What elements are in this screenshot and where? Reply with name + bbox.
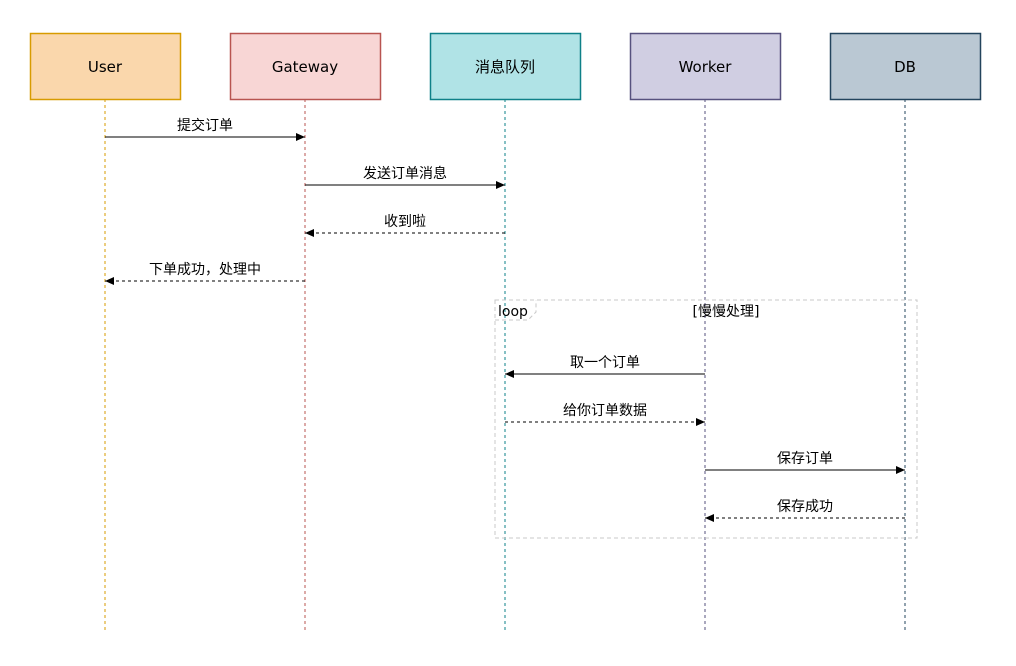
participant-box-queue (429, 32, 582, 101)
message-label-4: 下单成功，处理中 (149, 262, 261, 278)
message-label-7: 保存订单 (777, 451, 833, 467)
message-7[interactable]: 保存订单 (705, 451, 905, 474)
message-2[interactable]: 发送订单消息 (305, 165, 505, 189)
message-label-6: 给你订单数据 (563, 403, 647, 419)
loop-frame-border (494, 299, 918, 539)
participant-worker[interactable]: Worker (629, 32, 782, 101)
participant-label-queue: 消息队列 (475, 58, 535, 76)
message-3[interactable]: 收到啦 (305, 213, 505, 237)
lifelines (104, 99, 906, 630)
loop-frame: loop [慢慢处理] (494, 299, 918, 539)
participant-box-db (829, 32, 982, 101)
message-8[interactable]: 保存成功 (705, 499, 905, 522)
participants: User Gateway 消息队列 Worker DB (29, 32, 982, 101)
message-label-5: 取一个订单 (570, 355, 640, 371)
participant-gateway[interactable]: Gateway (229, 32, 382, 101)
message-4[interactable]: 下单成功，处理中 (105, 262, 305, 285)
participant-queue[interactable]: 消息队列 (429, 32, 582, 101)
participant-box-user (29, 32, 182, 101)
message-label-1: 提交订单 (177, 117, 233, 134)
message-label-2: 发送订单消息 (363, 165, 447, 182)
message-5[interactable]: 取一个订单 (505, 355, 705, 378)
participant-label-db: DB (894, 58, 916, 76)
message-1[interactable]: 提交订单 (105, 117, 305, 141)
message-label-3: 收到啦 (384, 213, 426, 230)
participant-label-worker: Worker (679, 58, 733, 76)
message-label-8: 保存成功 (777, 499, 833, 515)
loop-tab-outline (495, 300, 537, 321)
loop-condition: [慢慢处理] (693, 303, 760, 320)
participant-db[interactable]: DB (829, 32, 982, 101)
loop-keyword: loop (498, 304, 528, 320)
participant-label-user: User (88, 58, 123, 76)
message-6[interactable]: 给你订单数据 (505, 403, 705, 426)
participant-label-gateway: Gateway (272, 58, 338, 76)
participant-box-gateway (229, 32, 382, 101)
participant-box-worker (629, 32, 782, 101)
participant-user[interactable]: User (29, 32, 182, 101)
